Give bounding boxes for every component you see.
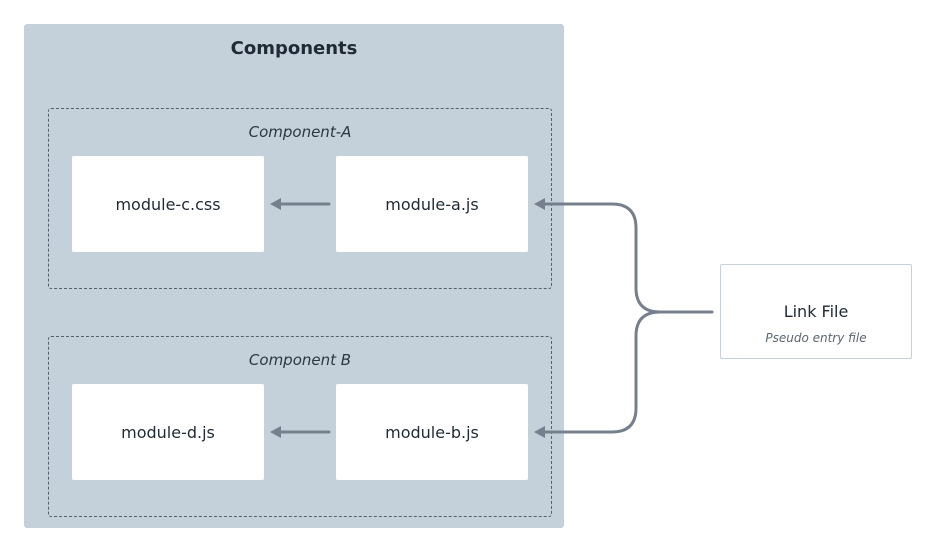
- module-b-js-box: module-b.js: [336, 384, 528, 480]
- component-b-title: Component B: [248, 351, 352, 369]
- components-container: Components Component-A Component B modul…: [24, 24, 564, 528]
- module-a-js-box: module-a.js: [336, 156, 528, 252]
- link-file-subtitle: Pseudo entry file: [765, 331, 867, 345]
- module-c-css-box: module-c.css: [72, 156, 264, 252]
- edge-link-to-module-a: [543, 202, 714, 314]
- components-title: Components: [230, 38, 358, 59]
- link-file-title: Link File: [783, 302, 849, 321]
- arrowhead-module-b: [534, 426, 545, 438]
- module-d-js-box: module-d.js: [72, 384, 264, 480]
- link-file-box: Link File Pseudo entry file: [720, 264, 912, 359]
- arrowhead-module-c: [270, 198, 281, 210]
- component-a-title: Component-A: [248, 123, 352, 141]
- edge-link-to-module-b: [543, 310, 662, 434]
- component-b-group: Component B: [48, 336, 552, 517]
- arrowhead-module-a: [534, 198, 545, 210]
- arrowhead-module-d: [270, 426, 281, 438]
- component-a-group: Component-A: [48, 108, 552, 289]
